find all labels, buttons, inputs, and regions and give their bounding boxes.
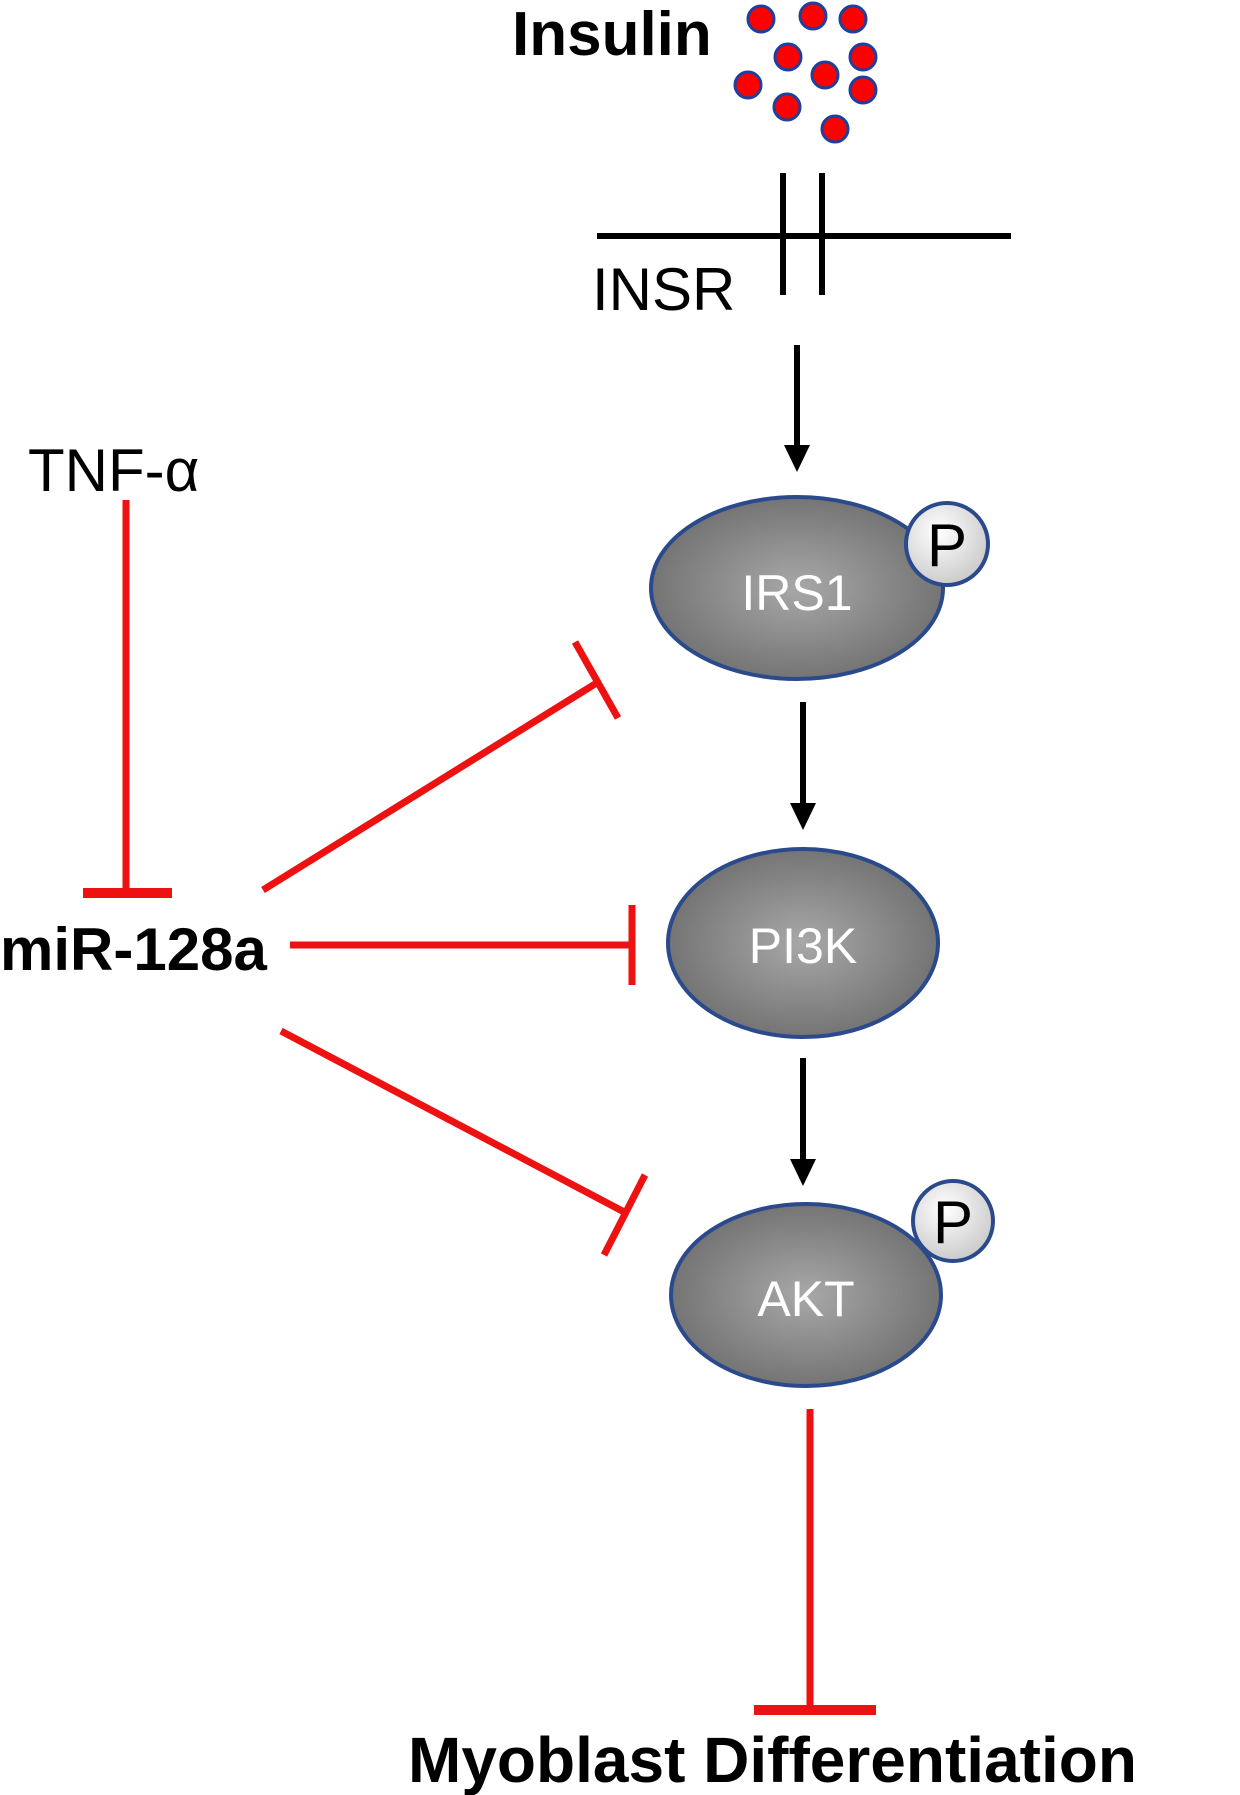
inhibit-bar-mir-to-irs1 — [571, 640, 622, 720]
insulin-label: Insulin — [512, 0, 712, 69]
inhibit-bar-mir-to-akt — [600, 1173, 649, 1257]
arrowhead-irs1-to-pi3k — [790, 803, 816, 830]
insulin-dot — [773, 42, 803, 72]
insr-label: INSR — [592, 256, 735, 323]
irs1-label: IRS1 — [741, 565, 852, 621]
insulin-dot — [798, 1, 828, 31]
insulin-dot — [820, 114, 850, 144]
insulin-dot — [838, 4, 868, 34]
mir-label: miR-128a — [0, 916, 267, 983]
tnf-label: TNF-α — [28, 437, 199, 504]
inhibit-mir-to-akt — [279, 1027, 630, 1218]
irs1-phospho: P — [904, 501, 990, 587]
irs1-phospho-label: P — [927, 512, 967, 579]
akt-phospho: P — [911, 1179, 995, 1263]
insulin-dot — [848, 42, 878, 72]
akt-label: AKT — [757, 1271, 854, 1327]
akt-node: AKT — [669, 1202, 943, 1388]
insulin-dot — [746, 4, 776, 34]
insulin-dot — [848, 75, 878, 105]
pi3k-node: PI3K — [666, 847, 940, 1039]
arrowhead-pi3k-to-akt — [790, 1159, 816, 1186]
insulin-dot — [733, 70, 763, 100]
arrowhead-insr-to-irs1 — [784, 445, 810, 472]
inhibit-mir-to-irs1 — [261, 681, 597, 893]
akt-phospho-label: P — [933, 1189, 973, 1256]
insulin-dots — [733, 1, 878, 144]
pi3k-label: PI3K — [749, 918, 857, 974]
insulin-dot — [810, 60, 840, 90]
insulin-dot — [772, 92, 802, 122]
irs1-node: IRS1 — [649, 495, 945, 681]
outcome-label: Myoblast Differentiation — [408, 1724, 1137, 1795]
